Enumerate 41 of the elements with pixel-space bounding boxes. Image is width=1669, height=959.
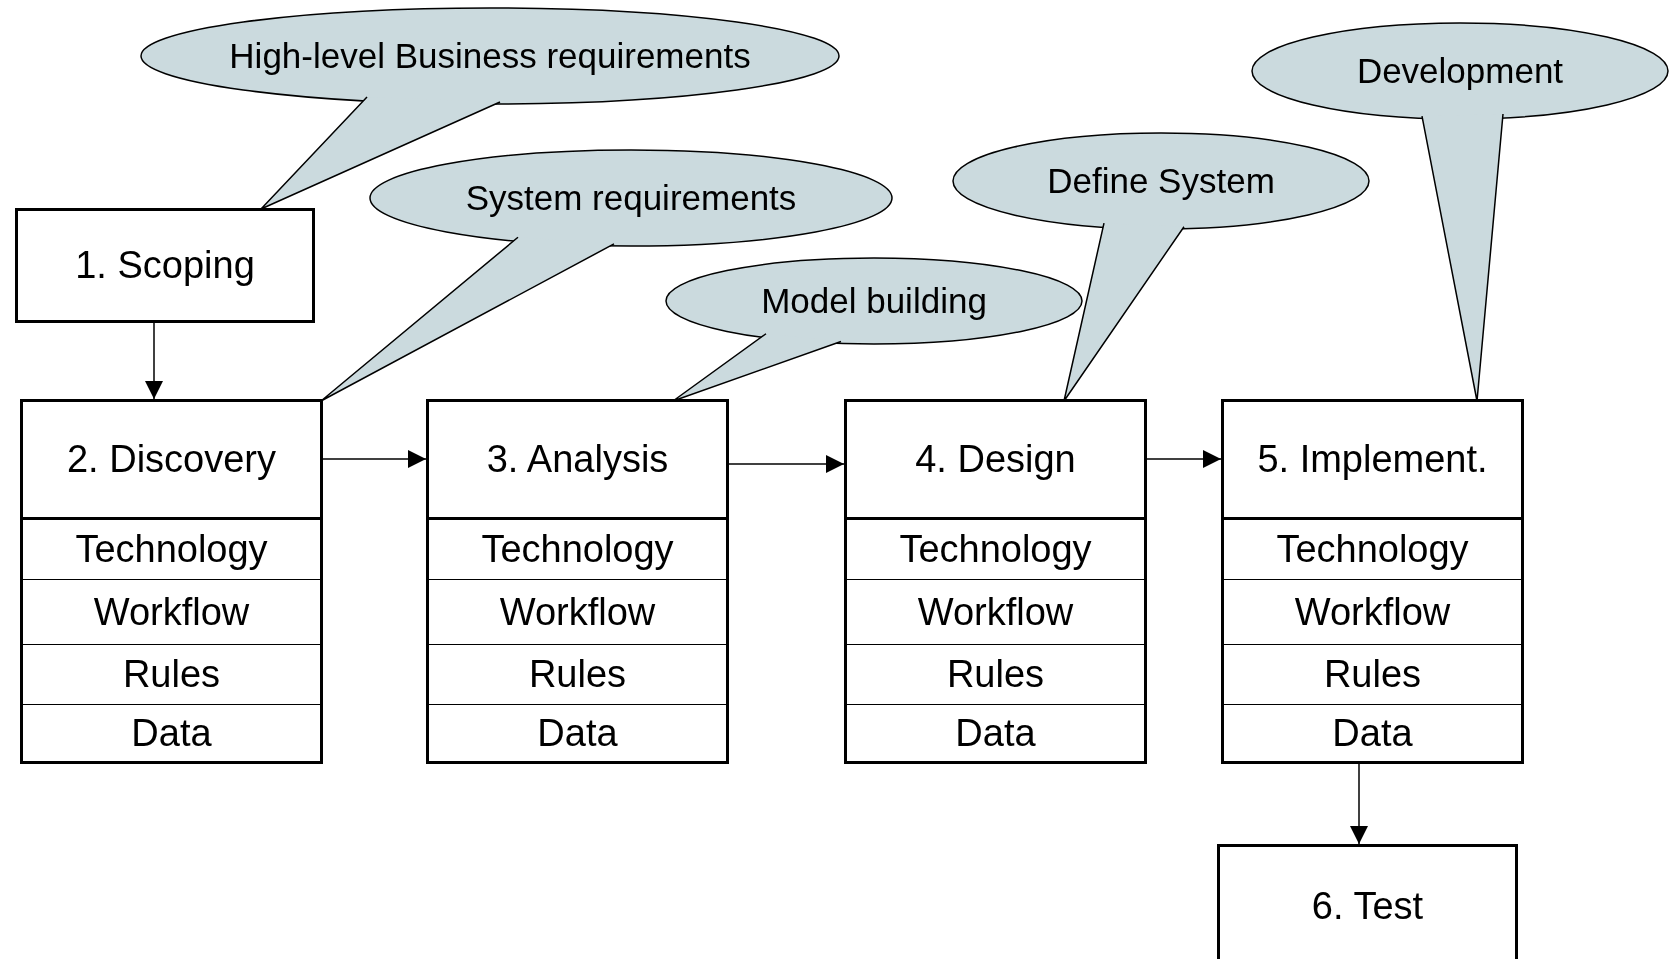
row-label: Rules	[429, 644, 726, 704]
row-label: Technology	[429, 517, 726, 579]
row-label: Data	[1224, 704, 1521, 761]
row-label: Data	[429, 704, 726, 761]
stage-title: 5. Implement.	[1256, 437, 1489, 482]
callout-text: Model building	[760, 281, 988, 321]
arrow	[728, 455, 845, 473]
stage-title: 6. Test	[1310, 884, 1425, 929]
speech-bubble	[370, 150, 892, 246]
row-label: Data	[847, 704, 1144, 761]
row-label: Workflow	[1224, 579, 1521, 644]
callout-text: Define System	[1046, 161, 1276, 201]
row-label: Technology	[847, 517, 1144, 579]
stage-title: 4. Design	[914, 437, 1077, 482]
stage-title: 2. Discovery	[65, 437, 278, 482]
row-label: Workflow	[429, 579, 726, 644]
stage-title: 3. Analysis	[485, 437, 670, 482]
row-label: Technology	[1224, 517, 1521, 579]
row-label: Rules	[847, 644, 1144, 704]
arrow	[1146, 450, 1222, 468]
arrow	[322, 450, 427, 468]
row-label: Technology	[23, 517, 320, 579]
speech-bubble	[1252, 23, 1668, 119]
stage-box	[20, 399, 323, 764]
arrow	[1350, 763, 1368, 845]
stage-box	[1221, 399, 1524, 764]
arrow	[145, 322, 163, 400]
stage-title: 1. Scoping	[74, 243, 256, 288]
callout-text: High-level Business requirements	[228, 36, 752, 76]
stage-box	[426, 399, 729, 764]
callout-text: System requirements	[464, 178, 798, 218]
stage-box	[844, 399, 1147, 764]
speech-bubble	[953, 133, 1369, 229]
step-box	[1217, 844, 1518, 959]
callout-text: Development	[1355, 51, 1565, 91]
row-label: Rules	[1224, 644, 1521, 704]
row-label: Data	[23, 704, 320, 761]
row-label: Workflow	[23, 579, 320, 644]
step-box	[15, 208, 315, 323]
row-label: Rules	[23, 644, 320, 704]
row-label: Workflow	[847, 579, 1144, 644]
